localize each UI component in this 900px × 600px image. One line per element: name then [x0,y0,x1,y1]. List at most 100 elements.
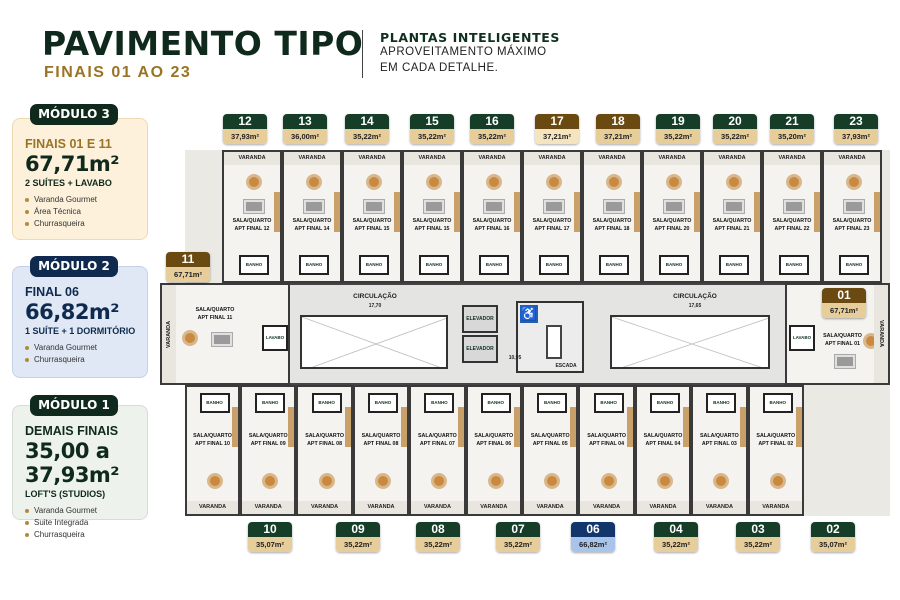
feature-item: Varanda Gourmet [25,342,137,354]
wardrobe [232,407,238,447]
unit-number: 18 [596,114,640,129]
shaft-void [300,315,448,369]
dining-table-icon [374,473,391,489]
room-label: SALA/QUARTO [292,218,332,224]
unit-area: 35,22m² [713,129,757,144]
bathroom: BANHO [719,255,749,275]
stairwell: ♿ESCADA [516,301,584,373]
room-label: SALA/QUARTO [592,218,632,224]
void-cross [612,317,768,367]
unit-area: 37,93m² [223,129,267,144]
dining-table-icon [262,473,279,489]
room-label: SALA/QUARTO [474,433,514,439]
unit-number: 11 [166,252,210,267]
room-label: SALA/QUARTO [756,433,796,439]
apartment-label: APT FINAL 21 [714,226,750,232]
dining-table-icon [431,473,448,489]
varanda-label: VARANDA [284,152,340,165]
apartment-label: APT FINAL 22 [774,226,810,232]
dining-table-icon [846,174,862,190]
apartment-label: APT FINAL 08 [363,441,399,447]
unit-area: 37,21m² [535,129,579,144]
divider [362,30,363,78]
apartment-label: APT FINAL 05 [532,441,568,447]
page-subtitle: FINAIS 01 AO 23 [44,64,192,81]
unit-area: 35,22m² [410,129,454,144]
dining-table-icon [606,174,622,190]
unit-number: 13 [283,114,327,129]
room-label: SALA/QUARTO [361,433,401,439]
unit-area: 35,22m² [654,537,698,552]
bathroom: BANHO [779,255,809,275]
wardrobe [513,407,520,447]
varanda-label: VARANDA [824,152,880,165]
unit-area: 37,93m² [834,129,878,144]
shaft-void [610,315,770,369]
unit-number: 09 [336,522,380,537]
dining-table-icon [246,174,262,190]
varanda-label: VARANDA [693,501,746,514]
varanda-label: VARANDA [344,152,400,165]
varanda-label: VARANDA [187,501,238,514]
varanda-label: VARANDA [467,501,520,514]
room-label: SALA/QUARTO [195,307,235,313]
unit-number: 01 [822,288,866,303]
unit-area: 67,71m² [166,267,210,282]
stair-label: ESCADA [555,363,577,369]
module-heading: FINAIS 01 E 11 [25,137,112,151]
bed-icon [211,332,233,347]
dining-table-icon [600,473,617,489]
wardrobe [401,407,408,447]
room-label: SALA/QUARTO [352,218,392,224]
dining-table-icon [366,174,382,190]
wardrobe [514,192,520,232]
apartment-label: APT FINAL 03 [701,441,737,447]
